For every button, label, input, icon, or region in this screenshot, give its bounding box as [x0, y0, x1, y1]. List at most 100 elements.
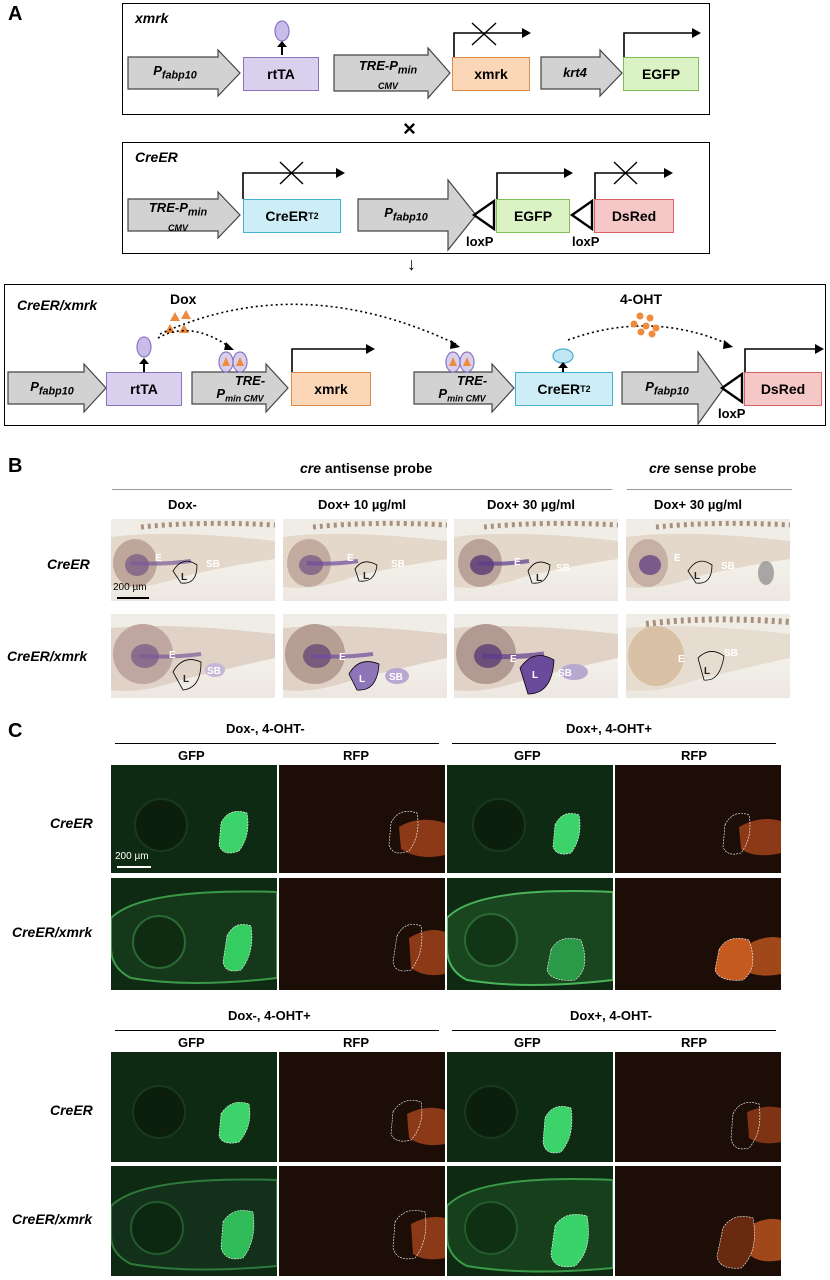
scale-bar: [117, 866, 151, 868]
scale-label: 200 µm: [115, 851, 149, 862]
double-title: CreER/xmrk: [17, 297, 98, 313]
rfp-image: [615, 1052, 781, 1162]
row-label-b: CreER/xmrk: [7, 648, 88, 664]
gfp-image: [447, 765, 613, 873]
organ-label-l: L: [704, 666, 711, 677]
double-rtta-gene-box: rtTA: [106, 372, 182, 406]
organ-label-sb: SB: [558, 668, 572, 679]
double-dsred-gene-box: DsRed: [744, 372, 822, 406]
gfp-image: [447, 878, 613, 990]
creer-title: CreER: [135, 149, 178, 165]
rfp-image: [279, 765, 445, 873]
ish-image: E L SB: [626, 614, 790, 698]
group-underline: [115, 1030, 439, 1031]
tre-promoter-arrow: [333, 46, 451, 100]
ish-image: E L SB: [626, 519, 790, 601]
row-label-c: CreER: [50, 1102, 93, 1118]
dox-molecule-icon: [179, 324, 189, 333]
creer-dsred-gene-box: DsRed: [594, 199, 674, 233]
dox-molecule-icon: [181, 310, 191, 319]
gfp-image: [111, 878, 277, 990]
gfp-image: [111, 1166, 277, 1276]
rfp-image: [279, 1052, 445, 1162]
4oht-label: 4-OHT: [620, 291, 662, 307]
channel-header-gfp: GFP: [178, 1035, 205, 1050]
organ-label-e: E: [510, 654, 517, 665]
channel-header-rfp: RFP: [343, 748, 369, 763]
panel-label-b: B: [8, 455, 23, 477]
group-underline: [115, 743, 439, 744]
organ-label-e: E: [339, 652, 346, 663]
column-header-b: Dox+ 10 µg/ml: [318, 497, 407, 512]
group-header-1: Dox-, 4-OHT-: [226, 721, 305, 736]
column-header-b: Dox+ 30 µg/ml: [654, 497, 743, 512]
ish-image: E L SB: [454, 519, 618, 601]
4oht-molecule-icon: [630, 312, 660, 338]
organ-label-l: L: [536, 573, 543, 584]
organ-label-l: L: [532, 670, 539, 681]
creer-promoter2-label: Pfabp10: [384, 205, 428, 224]
organ-label-e: E: [155, 553, 162, 564]
panel-label-a: A: [8, 3, 23, 25]
channel-header-gfp: GFP: [514, 1035, 541, 1050]
row-label-c: CreER/xmrk: [12, 1211, 93, 1227]
xmrk-gene-box: xmrk: [452, 57, 530, 91]
antisense-underline: [112, 489, 612, 490]
double-promoter1-label: Pfabp10: [30, 379, 74, 398]
ish-image: E L SB: [111, 614, 275, 698]
loxp-triangle-icon: [719, 371, 744, 405]
panel-label-c: C: [8, 720, 23, 742]
ish-image: E L SB: [283, 519, 447, 601]
group-header-2: Dox+, 4-OHT+: [566, 721, 652, 736]
double-promoter-arrows: [7, 303, 824, 426]
xmrk-promoter-arrows: [127, 20, 701, 100]
ish-image: E L SB: [283, 614, 447, 698]
organ-label-sb: SB: [724, 648, 738, 659]
double-promoter2-label: TRE-Pmin CMV: [216, 373, 266, 404]
loxp-label-1: loxP: [466, 234, 494, 249]
creer-protein-icon: [552, 348, 574, 364]
organ-label-sb: SB: [556, 563, 570, 574]
egfp-gene-box: EGFP: [623, 57, 699, 91]
group-underline: [452, 1030, 776, 1031]
organ-label-sb: SB: [391, 559, 405, 570]
group-header-3: Dox-, 4-OHT+: [228, 1008, 311, 1023]
result-arrow: ↓: [407, 254, 416, 274]
rfp-image: [615, 1166, 781, 1276]
row-label-c: CreER/xmrk: [12, 924, 93, 940]
loxp-triangle-icon: [569, 198, 594, 232]
organ-label-l: L: [183, 674, 190, 685]
organ-label-l: L: [694, 571, 701, 582]
group-header-4: Dox+, 4-OHT-: [570, 1008, 652, 1023]
rfp-image: [615, 765, 781, 873]
organ-label-l: L: [181, 572, 188, 583]
gfp-image: [447, 1166, 613, 1276]
cross-symbol: ×: [403, 116, 416, 141]
rtta-dox-complex-icon: [218, 351, 248, 373]
rttA-protein-icon: [136, 336, 152, 358]
organ-label-sb: SB: [206, 559, 220, 570]
gfp-image: 200 µm: [111, 765, 277, 873]
dox-molecule-icon: [170, 312, 180, 321]
creer-promoter-arrows: [127, 161, 673, 252]
organ-label-l: L: [359, 674, 366, 685]
krt4-promoter-arrow: [540, 48, 623, 98]
organ-label-e: E: [347, 553, 354, 564]
organ-label-e: E: [169, 650, 176, 661]
rfp-image: [279, 878, 445, 990]
double-loxp-label: loxP: [718, 406, 746, 421]
double-promoter3-label: TRE-Pmin CMV: [438, 373, 488, 404]
loxp-label-2: loxP: [572, 234, 600, 249]
column-header-b: Dox-: [168, 497, 197, 512]
creer-egfp-gene-box: EGFP: [496, 199, 570, 233]
antisense-probe-header: cre antisense probe: [300, 460, 433, 476]
organ-label-sb: SB: [389, 672, 403, 683]
organ-label-e: E: [678, 654, 685, 665]
xmrk-title: xmrk: [135, 10, 169, 26]
organ-label-l: L: [363, 571, 370, 582]
rfp-image: [615, 878, 781, 990]
xmrk-promoter1-label: Pfabp10: [153, 63, 197, 82]
column-header-b: Dox+ 30 µg/ml: [487, 497, 576, 512]
